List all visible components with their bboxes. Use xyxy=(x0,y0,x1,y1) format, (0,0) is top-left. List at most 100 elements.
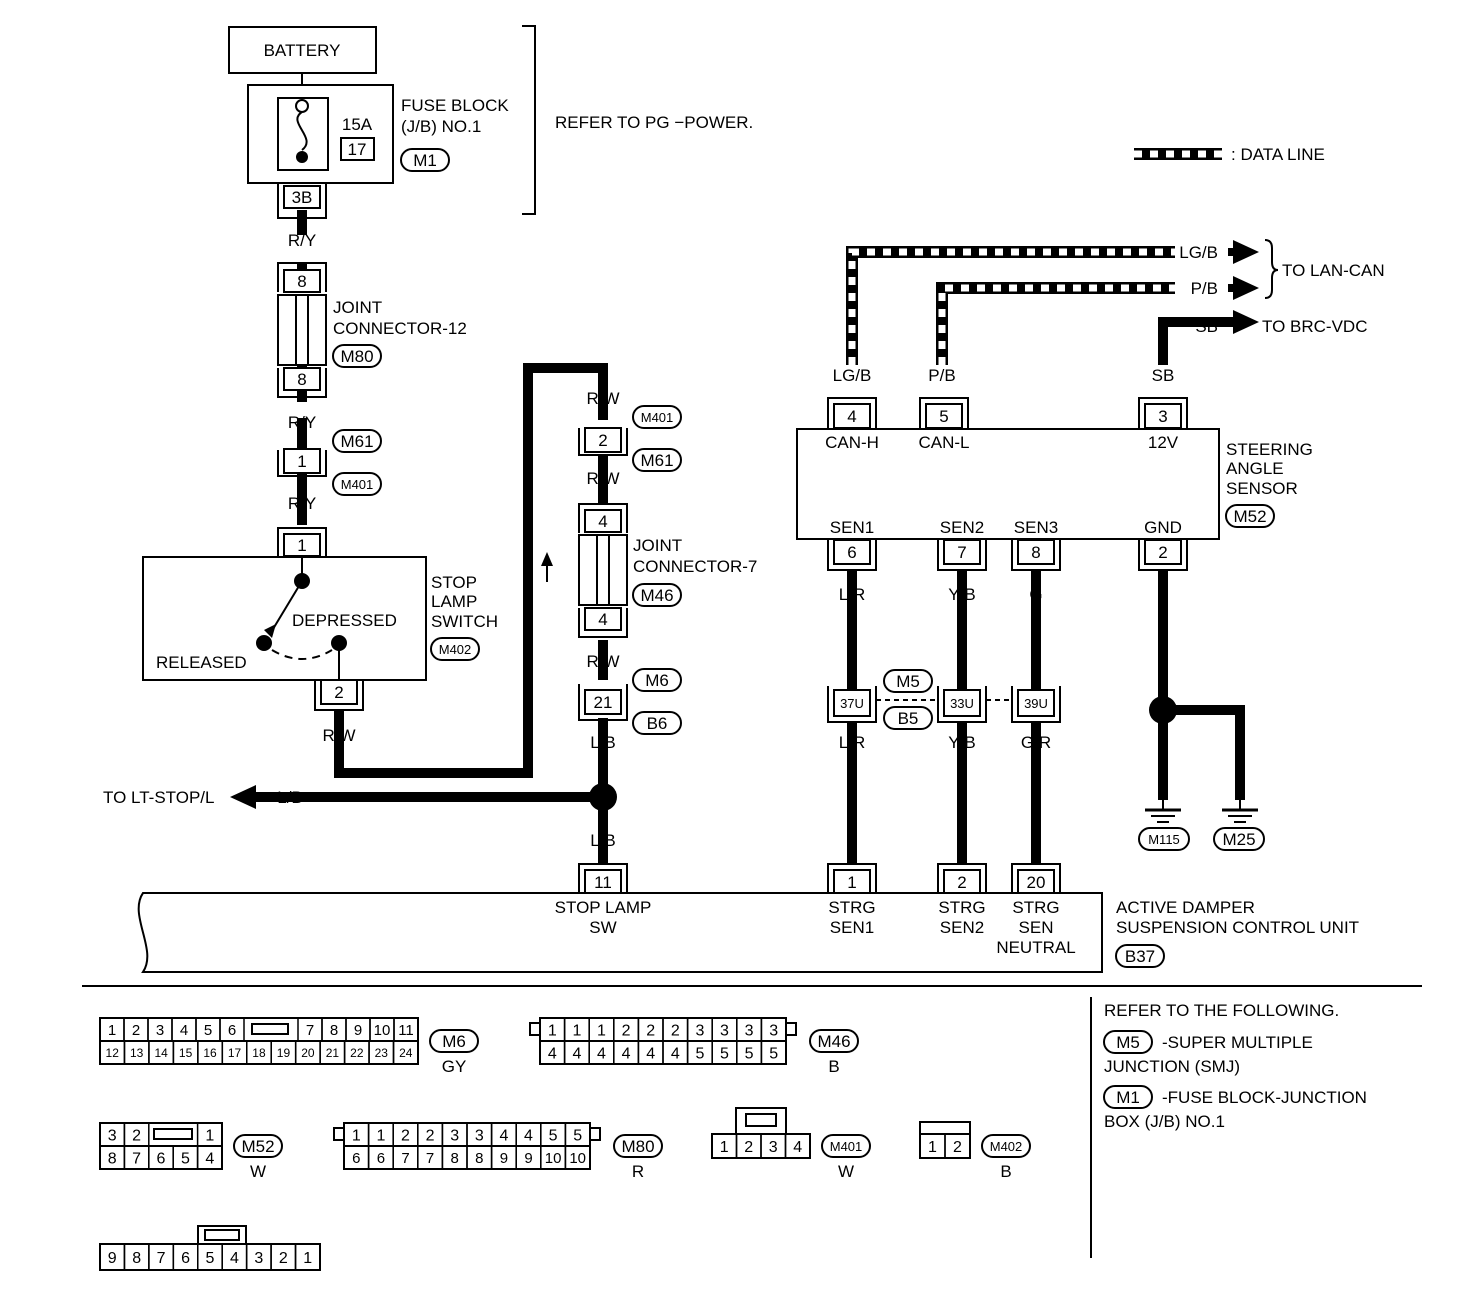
svg-text:M6: M6 xyxy=(442,1032,466,1051)
pin-number: 7 xyxy=(401,1150,409,1167)
wire-label-ry-3: R/Y xyxy=(288,494,316,513)
pin-number: 2 xyxy=(744,1139,753,1156)
sensor-title-1: STEERING xyxy=(1226,440,1313,459)
svg-text:M80: M80 xyxy=(340,347,373,366)
m52-color: W xyxy=(250,1162,266,1181)
ground-icon xyxy=(1145,800,1181,823)
svg-text:M115: M115 xyxy=(1148,832,1180,847)
pin-number: 6 xyxy=(228,1022,236,1039)
pin-number: 13 xyxy=(130,1046,144,1060)
svg-text:M5: M5 xyxy=(1116,1033,1140,1052)
connector-tag-b6 xyxy=(632,711,682,735)
pin-number: 1 xyxy=(597,1022,606,1039)
svg-text:M1: M1 xyxy=(1116,1088,1140,1107)
joint-connector-7 xyxy=(578,534,628,606)
pin-number: 8 xyxy=(330,1022,338,1039)
fuse-amperage: 15A xyxy=(342,115,373,134)
pin-number: 3 xyxy=(695,1022,704,1039)
pin-number: 7 xyxy=(132,1150,141,1167)
svg-text:M46: M46 xyxy=(640,586,673,605)
pin-number: 7 xyxy=(426,1150,434,1167)
sensor-pin-2: 2 xyxy=(1158,543,1167,562)
lgb-top-label: LG/B xyxy=(1179,243,1218,262)
pin-number: 3 xyxy=(450,1127,459,1144)
strg-sen2-label-2: SEN2 xyxy=(940,918,984,937)
data-lines xyxy=(846,148,1222,365)
pin-cell xyxy=(392,1040,419,1065)
wire-label-gr: G/R xyxy=(1021,733,1051,752)
battery-label: BATTERY xyxy=(264,41,341,60)
connector-tag-m6-face xyxy=(429,1029,479,1053)
arrow-right-icon xyxy=(1233,310,1259,334)
wire-label-lr-2: L/R xyxy=(839,733,865,752)
fuse-symbol xyxy=(296,111,308,151)
pin-cell xyxy=(944,1133,971,1159)
pin-number: 2 xyxy=(671,1022,680,1039)
connector-tag-m1 xyxy=(400,148,450,172)
pin-number: 4 xyxy=(671,1045,680,1062)
pin-number: 1 xyxy=(548,1022,557,1039)
pin-number: 6 xyxy=(157,1150,166,1167)
wire-label-g: G xyxy=(1029,585,1042,604)
connector-tag-m61-left xyxy=(332,429,382,453)
svg-text:M52: M52 xyxy=(241,1137,274,1156)
pin-number: 6 xyxy=(181,1250,190,1267)
released-label: RELEASED xyxy=(156,653,247,672)
pin-number: 8 xyxy=(132,1250,141,1267)
pin-number: 14 xyxy=(154,1046,168,1060)
m402-color: B xyxy=(1000,1162,1011,1181)
pin-number: 21 xyxy=(326,1046,340,1060)
gnd-label: GND xyxy=(1144,518,1182,537)
jc12-label-1: JOINT xyxy=(333,298,382,317)
splice-lb xyxy=(589,783,617,811)
pin-number: 1 xyxy=(108,1022,116,1039)
pin-number: 20 xyxy=(301,1046,315,1060)
pin-number: 4 xyxy=(205,1150,214,1167)
sb-top-label: SB xyxy=(1195,317,1218,336)
pin-number: 4 xyxy=(524,1127,533,1144)
pin-number: 12 xyxy=(106,1046,120,1060)
pin-number: 4 xyxy=(793,1139,802,1156)
connector-tag-m61-mid xyxy=(632,448,682,472)
steering-angle-sensor-box xyxy=(796,428,1220,540)
smj-pin-37u: 37U xyxy=(840,696,864,711)
pin-number: 9 xyxy=(108,1250,117,1267)
pb-top-label: P/B xyxy=(1191,279,1218,298)
legend-data-line: : DATA LINE xyxy=(1231,145,1325,164)
pin-number: 4 xyxy=(597,1045,606,1062)
wire-label-rw-2: R/W xyxy=(586,469,619,488)
jc7-label-2: CONNECTOR-7 xyxy=(633,557,757,576)
pin-number: 1 xyxy=(720,1139,729,1156)
pin-number: 4 xyxy=(499,1127,508,1144)
svg-text:M52: M52 xyxy=(1233,507,1266,526)
m401-color: W xyxy=(838,1162,854,1181)
arrows xyxy=(230,240,1259,809)
bracket-lan-can xyxy=(1264,239,1279,299)
joint-connector-12 xyxy=(277,294,327,366)
refer-power-text: REFER TO PG −POWER. xyxy=(555,113,753,132)
jc12-pin-top: 8 xyxy=(297,272,306,291)
refer-1-line-2: JUNCTION (SMJ) xyxy=(1104,1057,1240,1076)
pin-number: 4 xyxy=(180,1022,188,1039)
pin-number: 7 xyxy=(157,1250,166,1267)
connector-tag-m5 xyxy=(883,669,933,693)
sensor-pin-6: 6 xyxy=(847,543,856,562)
to-lt-stop-label: TO LT-STOP/L xyxy=(103,788,214,807)
svg-text:M401: M401 xyxy=(830,1139,863,1154)
svg-text:M402: M402 xyxy=(990,1139,1023,1154)
fuse-number: 17 xyxy=(348,140,367,159)
connector-tag-m401-mid xyxy=(632,405,682,429)
pin-number: 5 xyxy=(204,1022,212,1039)
svg-text:B37: B37 xyxy=(1125,947,1155,966)
wire-label-lb-left: L/B xyxy=(277,788,303,807)
depressed-label: DEPRESSED xyxy=(292,611,397,630)
svg-text:M402: M402 xyxy=(439,642,472,657)
switch-pin-2: 2 xyxy=(334,683,343,702)
svg-text:M1: M1 xyxy=(413,151,437,170)
svg-text:M5: M5 xyxy=(896,672,920,691)
